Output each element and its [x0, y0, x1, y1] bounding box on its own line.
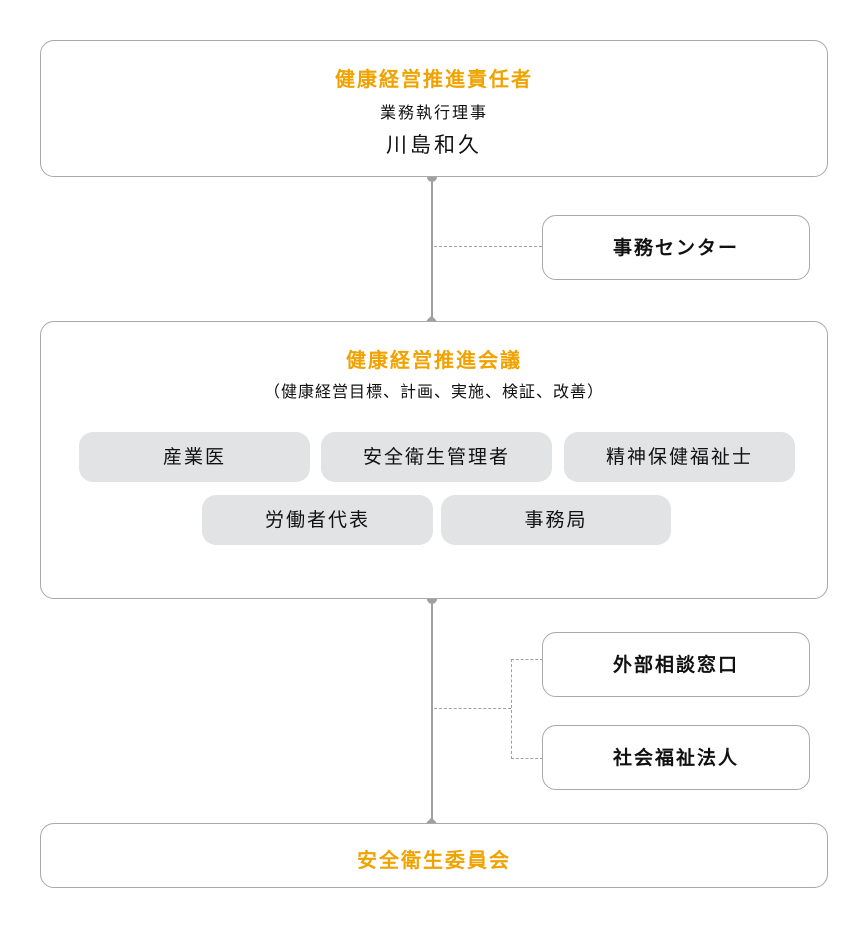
dashed-connector [434, 246, 542, 247]
connector-dot [427, 594, 437, 604]
dashed-connector [434, 708, 511, 709]
member-secretariat: 事務局 [441, 495, 671, 545]
member-industrial-physician: 産業医 [79, 432, 310, 482]
external-consultation-label: 外部相談窓口 [612, 654, 739, 676]
social-welfare-corp-box: 社会福祉法人 [542, 725, 810, 790]
dashed-connector [511, 659, 543, 759]
council-subtitle: （健康経営目標、計画、実施、検証、改善） [263, 382, 604, 401]
office-center-label: 事務センター [612, 237, 739, 259]
officer-title: 健康経営推進責任者 [335, 67, 533, 91]
external-consultation-box: 外部相談窓口 [542, 632, 810, 697]
health-management-officer-box: 健康経営推進責任者 業務執行理事 川島和久 [40, 40, 828, 177]
member-psychiatric-social-worker: 精神保健福祉士 [564, 432, 795, 482]
connector-line [431, 177, 433, 321]
member-safety-manager: 安全衛生管理者 [321, 432, 552, 482]
officer-role: 業務執行理事 [379, 103, 488, 122]
connector-line [431, 599, 433, 823]
member-worker-representative: 労働者代表 [202, 495, 433, 545]
safety-committee-title: 安全衛生委員会 [357, 848, 511, 872]
safety-committee-box: 安全衛生委員会 [40, 823, 828, 888]
connector-dot [427, 172, 437, 182]
office-center-box: 事務センター [542, 215, 810, 280]
social-welfare-corp-label: 社会福祉法人 [612, 747, 739, 769]
officer-name: 川島和久 [386, 133, 482, 157]
council-title: 健康経営推進会議 [346, 348, 522, 372]
